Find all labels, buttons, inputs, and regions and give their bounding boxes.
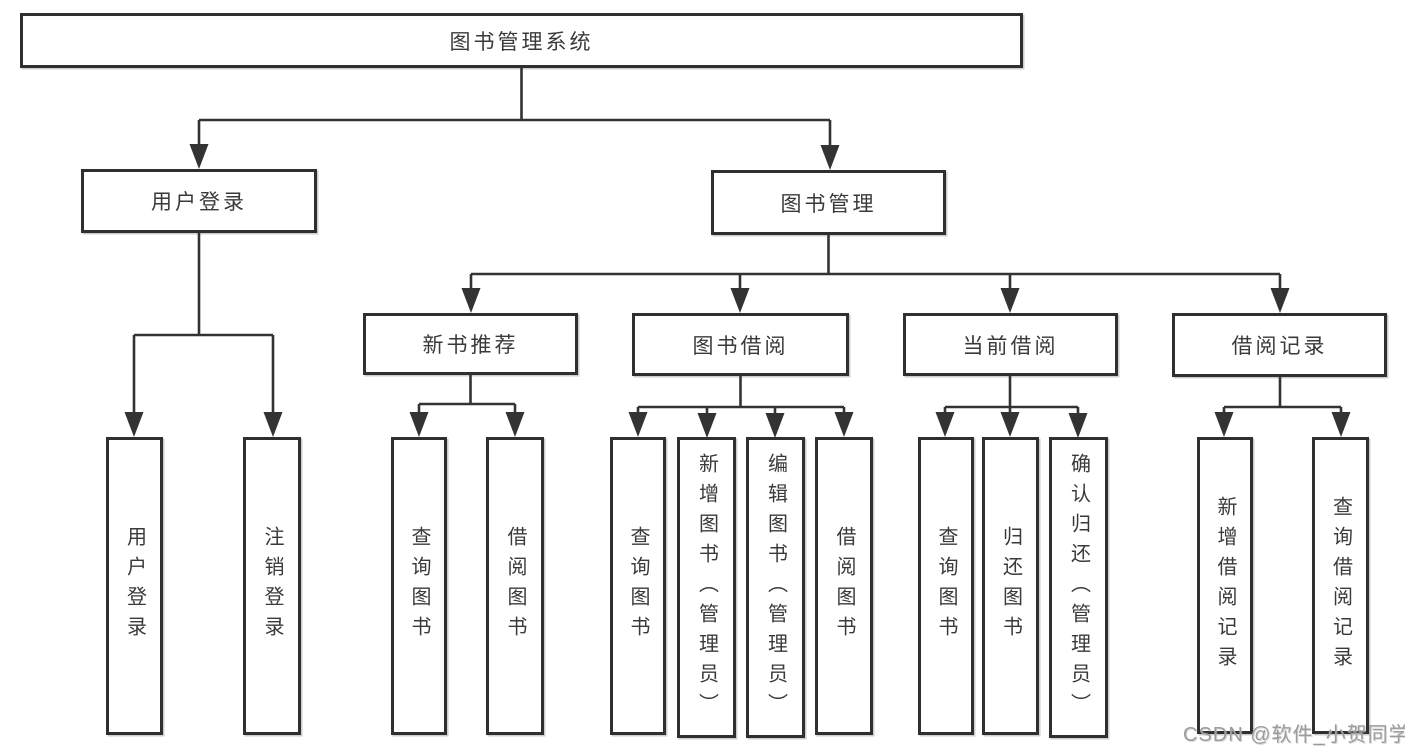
node-book-borrowing: 图书借阅 <box>632 313 849 376</box>
leaf-label: 查询图书 <box>627 526 649 646</box>
leaf-return-book: 归还图书 <box>982 437 1039 735</box>
leaf-borrow-books-recommend: 借阅图书 <box>486 437 544 735</box>
leaf-query-books-current: 查询图书 <box>918 437 974 735</box>
leaf-logout: 注销登录 <box>243 437 301 735</box>
leaf-label: 编辑图书（管理员） <box>764 452 787 723</box>
leaf-label: 归还图书 <box>999 526 1022 646</box>
node-current-borrowing: 当前借阅 <box>903 313 1118 376</box>
node-book-management: 图书管理 <box>711 170 946 235</box>
leaf-label: 用户登录 <box>123 526 146 646</box>
node-library-management-system: 图书管理系统 <box>20 13 1023 68</box>
arrowhead-icons <box>124 144 1351 438</box>
leaf-add-borrow-record: 新增借阅记录 <box>1197 437 1253 734</box>
leaf-label: 确认归还（管理员） <box>1067 452 1090 723</box>
leaf-label: 查询图书 <box>935 526 957 646</box>
leaf-edit-book-admin: 编辑图书（管理员） <box>746 437 805 738</box>
leaf-label: 新增借阅记录 <box>1214 495 1236 676</box>
leaf-query-borrow-record: 查询借阅记录 <box>1312 437 1369 734</box>
leaf-query-books-recommend: 查询图书 <box>391 437 447 735</box>
leaf-confirm-return-admin: 确认归还（管理员） <box>1049 437 1108 738</box>
leaf-label: 借阅图书 <box>504 526 526 646</box>
leaf-label: 借阅图书 <box>833 526 855 646</box>
node-borrowing-records: 借阅记录 <box>1172 313 1387 377</box>
node-new-book-recommendation: 新书推荐 <box>363 313 578 375</box>
csdn-watermark: CSDN @软件_小贺同学 <box>1183 724 1405 746</box>
leaf-user-login: 用户登录 <box>106 437 163 735</box>
leaf-borrow-books-borrowing: 借阅图书 <box>815 437 873 735</box>
leaf-add-book-admin: 新增图书（管理员） <box>677 437 736 738</box>
node-user-login: 用户登录 <box>81 169 317 233</box>
leaf-label: 查询图书 <box>408 526 430 646</box>
leaf-label: 查询借阅记录 <box>1329 495 1352 676</box>
leaf-query-books-borrowing: 查询图书 <box>610 437 666 735</box>
leaf-label: 注销登录 <box>261 526 283 646</box>
leaf-label: 新增图书（管理员） <box>695 452 718 723</box>
